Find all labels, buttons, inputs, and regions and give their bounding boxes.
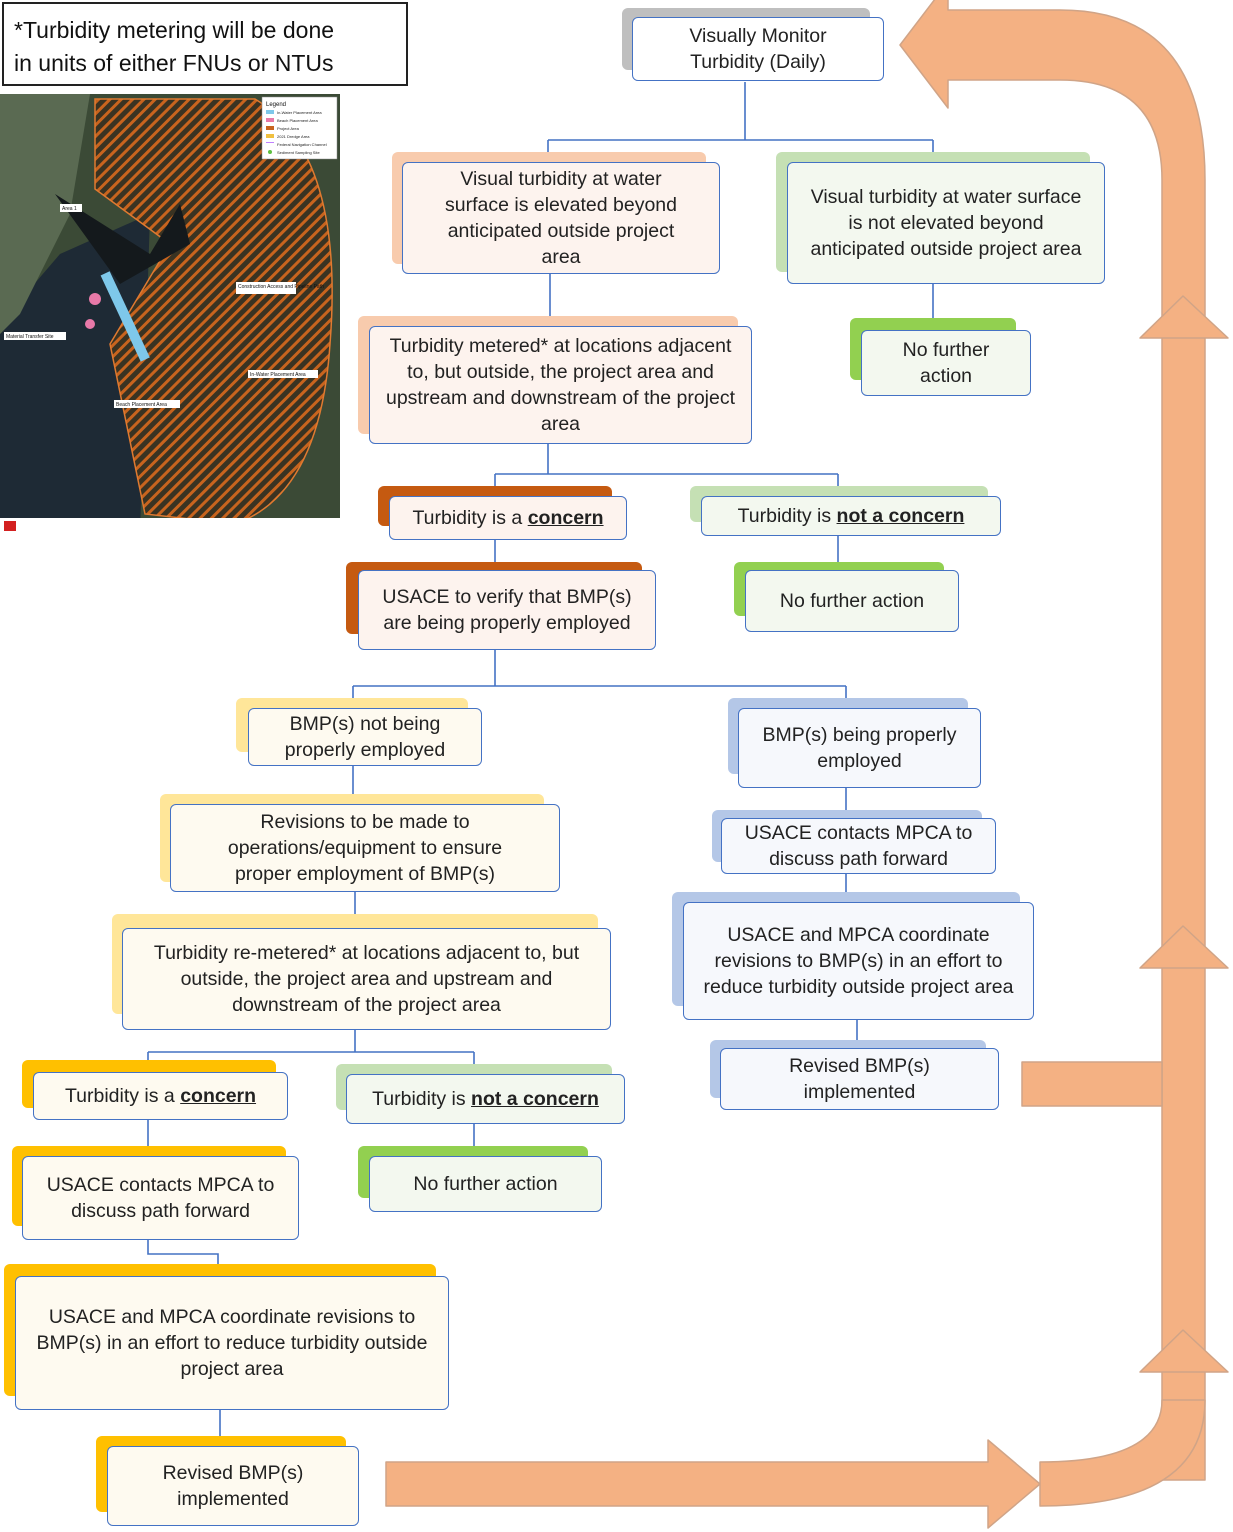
elevated-turbidity-box: Visual turbidity at water surface is ele… [402,162,720,274]
turbidity-remetered-box: Turbidity re-metered* at locations adjac… [122,928,611,1030]
revised-bmp-implemented-box-left: Revised BMP(s) implemented [107,1446,359,1526]
map-legend-item-3: Project Area [277,126,300,131]
not-elevated-turbidity-box: Visual turbidity at water surface is not… [787,162,1105,284]
coordinate-revisions-box-right: USACE and MPCA coordinate revisions to B… [683,902,1034,1020]
loop-arrowhead-up-1 [1139,295,1229,339]
map-label-area1: Area 1 [62,206,77,212]
map-dark-channel [55,194,190,284]
turbidity-metering-note: *Turbidity metering will be done in unit… [2,2,408,86]
map-agency-logo [4,521,16,531]
turbidity-not-concern-box-1: Turbidity is not a concern [701,496,1001,536]
concern-1-prefix: Turbidity is a [412,507,528,529]
turbidity-metered-box: Turbidity metered* at locations adjacent… [369,326,752,444]
map-image: Legend In-Water Placement Area Beach Pla… [0,94,340,536]
concern-1-emphasis: concern [527,507,604,529]
usace-contacts-mpca-box-right: USACE contacts MPCA to discuss path forw… [721,818,996,874]
not-concern-2-prefix: Turbidity is [372,1088,472,1110]
map-label-construction: Construction Access and Pipeline Path [238,284,324,290]
coordinate-revisions-box-left: USACE and MPCA coordinate revisions to B… [15,1276,449,1410]
note-line-2: in units of either FNUs or NTUs [14,50,334,76]
loop-arrowhead-up-3 [1139,1329,1229,1373]
loop-arrowhead-up-2 [1139,925,1229,969]
loop-arrow-bottom-curve [1039,1399,1206,1507]
no-further-action-box-3: No further action [369,1156,602,1212]
not-concern-1-emphasis: not a concern [836,505,965,527]
turbidity-concern-box-2: Turbidity is a concern [33,1072,288,1120]
map-shore-strip [0,94,90,334]
no-further-action-box-1: No further action [861,330,1031,396]
map-legend-panel [261,96,338,160]
map-label-inwater: In-Water Placement Area [250,372,306,378]
usace-contacts-mpca-box-left: USACE contacts MPCA to discuss path forw… [22,1156,299,1240]
map-legend-item-2: Beach Placement Area [277,118,318,123]
map-label-material: Material Transfer Site [6,334,54,340]
map-label-beach: Beach Placement Area [116,402,167,408]
turbidity-concern-box-1: Turbidity is a concern [389,496,627,540]
loop-arrow-bottom-segment [385,1439,1041,1529]
loop-arrow-top-segment [899,0,1206,1481]
turbidity-not-concern-box-2: Turbidity is not a concern [346,1074,625,1124]
map-legend-item-6: Sediment Sampling Site [277,150,320,155]
map-legend-title: Legend [266,102,286,108]
not-concern-1-prefix: Turbidity is [737,505,837,527]
loop-arrow-middle-segment [1021,1061,1163,1107]
map-beach-placement [89,293,101,305]
map-in-water-placement [100,271,150,362]
revisions-box: Revisions to be made to operations/equip… [170,804,560,892]
map-legend-item-5: Federal Navigation Channel [277,142,327,147]
map-legend-item-1: In-Water Placement Area [277,110,322,115]
verify-bmp-box: USACE to verify that BMP(s) are being pr… [358,570,656,650]
map-footer-strip [0,518,340,536]
not-concern-2-emphasis: not a concern [471,1088,599,1110]
note-line-1: *Turbidity metering will be done [14,17,335,43]
monitor-turbidity-box: Visually Monitor Turbidity (Daily) [632,17,884,81]
map-legend-item-4: 2021 Dredge Area [277,134,310,139]
no-further-action-box-2: No further action [745,570,959,632]
concern-2-emphasis: concern [180,1085,257,1107]
project-area-map: Legend In-Water Placement Area Beach Pla… [0,94,340,536]
bmp-properly-employed-box: BMP(s) being properly employed [738,708,981,788]
bmp-not-employed-box: BMP(s) not being properly employed [248,708,482,766]
map-material-transfer [85,319,95,329]
concern-2-prefix: Turbidity is a [64,1085,181,1107]
revised-bmp-implemented-box-right: Revised BMP(s) implemented [720,1048,999,1110]
